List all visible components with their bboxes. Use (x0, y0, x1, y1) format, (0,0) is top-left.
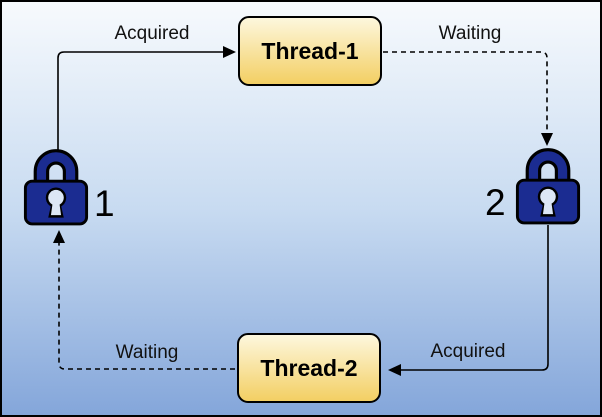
thread2-node: Thread-2 (237, 333, 381, 403)
lock1-padlock-icon (23, 149, 89, 226)
edge-label-acquired-top: Acquired (114, 23, 190, 44)
arrow-acquired-thread1 (57, 46, 236, 152)
lock2-padlock-icon (515, 148, 581, 225)
edge-label-acquired-bottom: Acquired (430, 341, 506, 362)
thread2-label: Thread-2 (260, 354, 358, 381)
edge-label-waiting-top: Waiting (438, 23, 502, 44)
arrow-waiting-lock1 (53, 230, 235, 370)
lock2-number: 2 (485, 182, 506, 223)
edge-label-waiting-bottom: Waiting (115, 342, 179, 363)
arrow-acquired-thread2 (388, 225, 549, 376)
thread1-label: Thread-1 (261, 37, 359, 64)
arrow-waiting-lock2 (383, 51, 553, 146)
thread1-node: Thread-1 (238, 16, 382, 86)
lock1-number: 1 (94, 183, 115, 224)
